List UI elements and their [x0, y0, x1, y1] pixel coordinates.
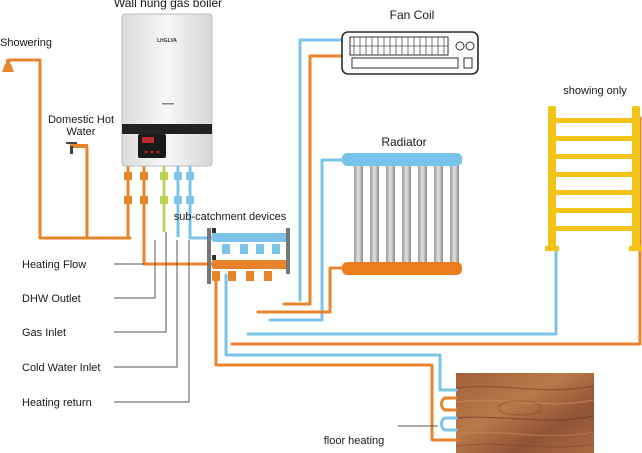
- dhw-label-line1: Domestic Hot: [48, 114, 114, 126]
- radiator-unit: [342, 153, 462, 275]
- cold-water-inlet-label: Cold Water Inlet: [22, 362, 100, 374]
- boiler-label: Wall hung gas boiler: [114, 0, 222, 10]
- gas-boiler-unit: LHGLVA: [121, 13, 213, 167]
- gas-inlet-label: Gas Inlet: [22, 327, 66, 339]
- fan-coil-unit: [341, 31, 479, 75]
- floor-heating-label: floor heating: [324, 435, 385, 447]
- leader-lines: [114, 232, 438, 427]
- dhw-outlet-label: DHW Outlet: [22, 293, 81, 305]
- towel-rail: [545, 106, 642, 251]
- floor-heating-panel: [455, 373, 595, 453]
- fan-coil-label: Fan Coil: [390, 8, 435, 22]
- showing-only-label: showing only: [563, 85, 627, 97]
- manifold: [207, 228, 290, 284]
- sub-catchment-label: sub-catchment devices: [174, 211, 287, 223]
- boiler-valves: [124, 172, 194, 204]
- tap-icon: [66, 142, 88, 154]
- shower-head-icon: [2, 60, 14, 72]
- heating-return-label: Heating return: [22, 397, 92, 409]
- dhw-label-line2: Water: [67, 126, 96, 138]
- showering-label: Showering: [0, 37, 52, 49]
- heating-flow-label: Heating Flow: [22, 259, 86, 271]
- radiator-label: Radiator: [381, 135, 426, 149]
- boiler-brand-text: LHGLVA: [157, 38, 177, 44]
